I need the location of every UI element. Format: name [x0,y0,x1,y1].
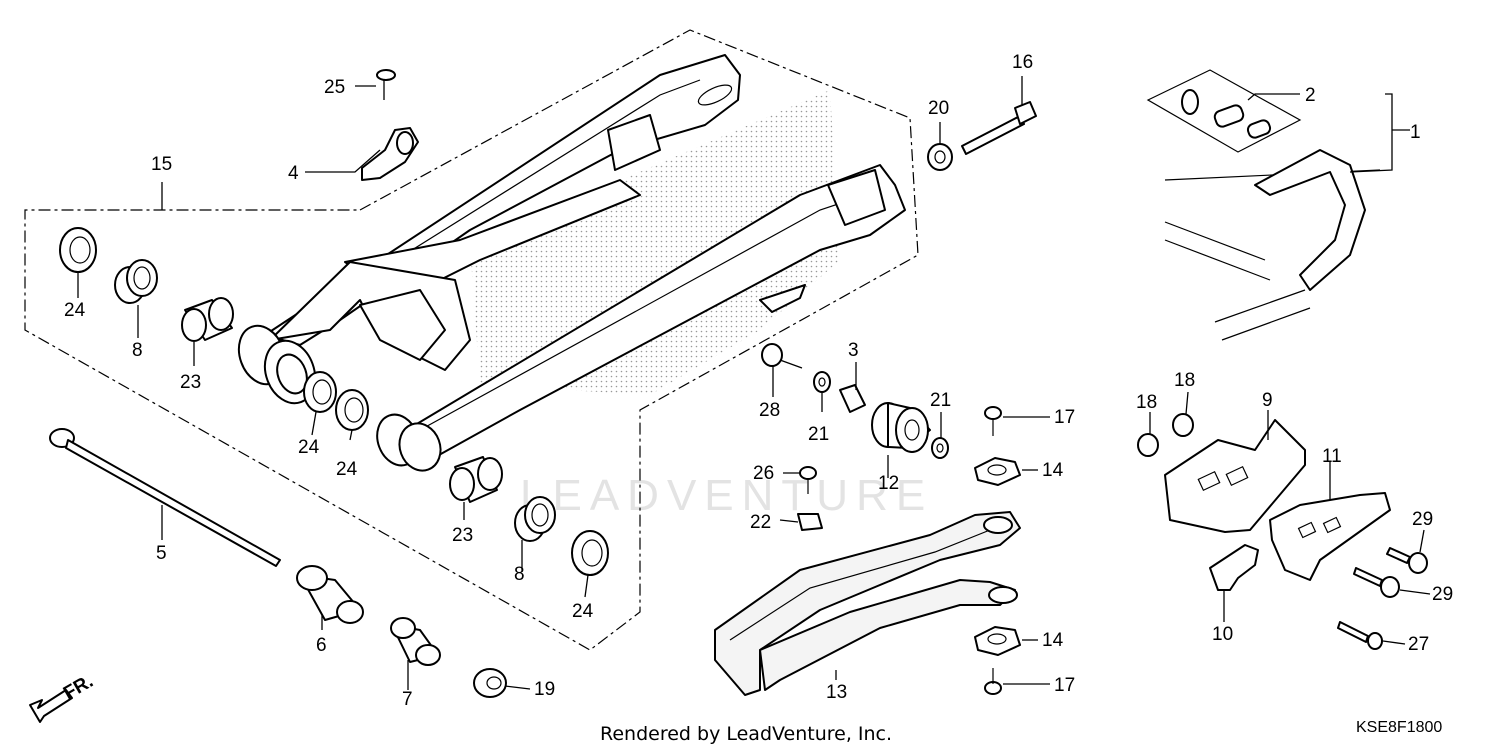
part-14-rubber-b [974,626,1021,656]
part-24-seal-b [303,371,337,413]
part-label-19: 19 [534,679,555,700]
part-3-collar [839,384,866,413]
part-label-18-left: 18 [1136,392,1157,413]
part-17-screw-b [984,668,1002,695]
part-label-6: 6 [316,635,327,656]
part-label-15: 15 [151,154,172,175]
part-label-29-lower: 29 [1432,584,1453,605]
part-label-26: 26 [753,463,774,484]
part-label-20: 20 [928,98,949,119]
part-label-17-upper: 17 [1054,407,1075,428]
part-label-21-left: 21 [808,424,829,445]
part-label-23-right: 23 [452,525,473,546]
footer-credit: Rendered by LeadVenture, Inc. [600,723,892,745]
part-22-nut [797,513,823,531]
part-number-labels: 1 2 3 4 5 6 7 8 8 9 10 11 12 13 14 14 15… [64,52,1453,710]
part-label-11: 11 [1322,446,1342,467]
part-10-guard [1209,544,1259,591]
part-25-screw [376,69,396,100]
part-label-2: 2 [1305,85,1316,106]
part-label-24-a: 24 [64,300,86,321]
part-label-8-left: 8 [132,340,143,361]
part-24-seal-c [335,389,369,431]
leader-lines [77,76,1431,690]
part-13-chain-slider [714,511,1021,696]
part-7-collar [390,617,441,666]
part-6-collar [296,565,364,624]
part-label-21-right: 21 [930,390,951,411]
part-23-bearing-b [449,456,503,503]
part-24-seal-d [571,530,609,576]
part-label-3: 3 [848,340,859,361]
part-11-guide-plate [1269,492,1391,581]
part-17-screw-a [984,406,1002,436]
part-29-bolt-b [1353,567,1400,598]
part-4-clamp [361,127,419,181]
part-2-master-link [1146,69,1302,153]
part-label-24-c: 24 [336,459,358,480]
part-label-25: 25 [324,77,345,98]
part-label-5: 5 [156,543,167,564]
part-20-nut [927,143,953,171]
part-1-drive-chain [1164,149,1381,341]
part-label-28: 28 [759,400,780,421]
swingarm-assembly-boundary [24,29,919,651]
part-27-bolt [1337,621,1383,650]
part-8-collar-b [514,496,556,542]
part-21-washer-b [931,437,949,459]
part-label-14-upper: 14 [1042,460,1064,481]
part-5-pivot-bolt [49,428,281,567]
part-label-18-right: 18 [1174,370,1195,391]
part-label-14-lower: 14 [1042,630,1064,651]
part-23-bearing-a [181,297,234,342]
part-label-24-d: 24 [572,601,594,622]
part-28-bolt [761,343,803,369]
part-label-27: 27 [1408,634,1429,655]
front-direction-arrow-icon [29,689,73,723]
part-label-16: 16 [1012,52,1033,73]
part-14-rubber-a [974,457,1021,486]
part-18-nut-b [1137,433,1159,457]
part-label-7: 7 [402,689,413,710]
part-8-collar-a [114,259,158,304]
part-label-22: 22 [750,512,771,533]
diagram-code: KSE8F1800 [1356,719,1442,736]
part-label-23-left: 23 [180,372,201,393]
part-16-bolt [961,101,1037,155]
part-18-nut-a [1172,413,1194,437]
part-label-4: 4 [288,163,299,184]
part-label-12: 12 [878,473,899,494]
part-label-13: 13 [826,682,847,703]
watermark-text: LEADVENTURE [520,471,933,520]
part-label-9: 9 [1262,390,1273,411]
part-29-bolt-a [1386,547,1428,574]
part-19-nut [473,668,507,698]
part-9-chain-guide [1164,419,1306,533]
part-24-seal-a [59,227,97,273]
part-label-17-lower: 17 [1054,675,1075,696]
part-label-8-right: 8 [514,564,525,585]
part-label-10: 10 [1212,624,1233,645]
swingarm-drawing [237,54,906,472]
part-label-24-b: 24 [298,437,320,458]
part-label-29-upper: 29 [1412,509,1433,530]
part-21-washer-a [813,371,831,393]
part-12-roller [871,402,931,453]
part-label-1: 1 [1410,122,1421,143]
